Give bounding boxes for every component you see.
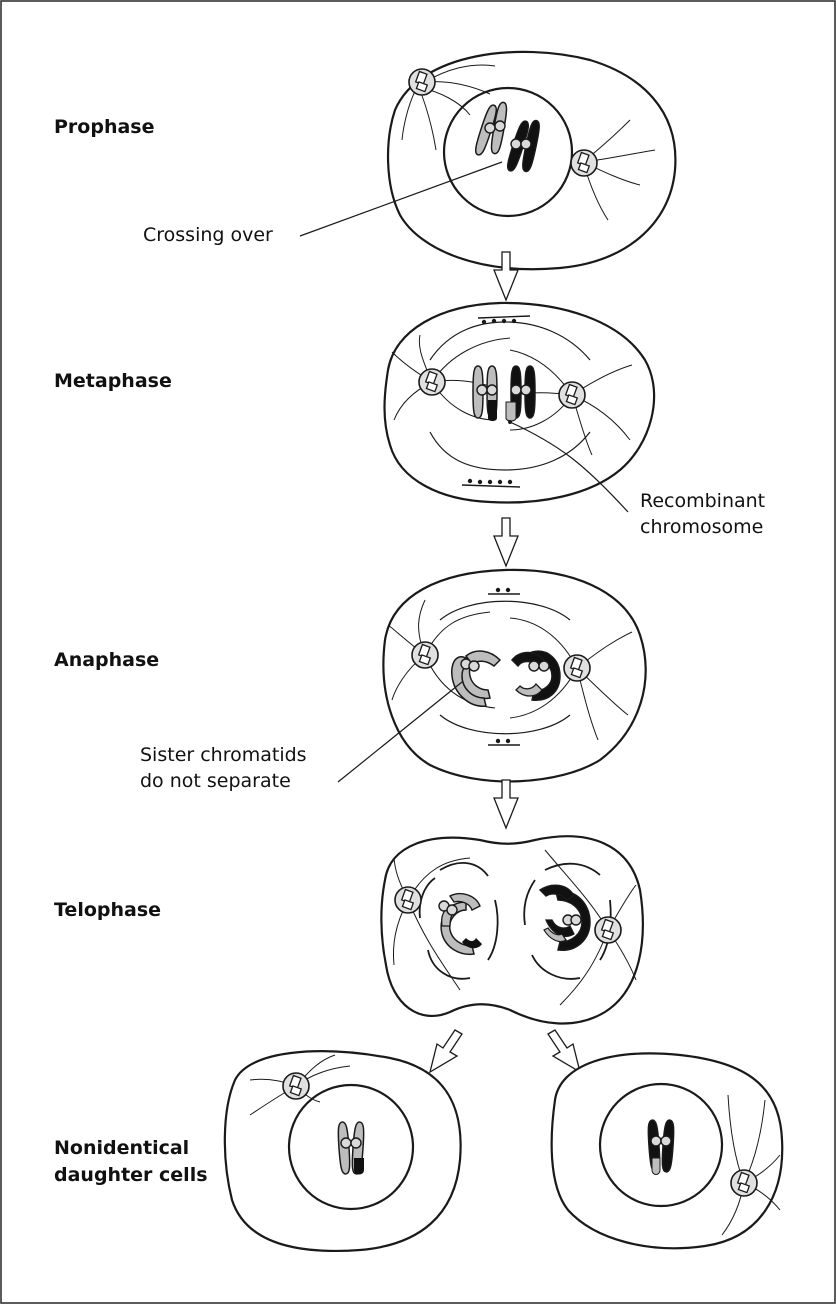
anaphase-cell: [338, 570, 646, 782]
daughter-cell-left: [225, 1051, 461, 1251]
recombinant-line2: chromosome: [640, 514, 765, 540]
arrow-down-icon: [494, 780, 518, 828]
arrow-down-left-icon: [430, 1030, 462, 1072]
callout-sister-chromatids: Sister chromatids do not separate: [140, 742, 307, 794]
stage-label-metaphase: Metaphase: [54, 368, 172, 395]
callout-recombinant-chromosome: Recombinant chromosome: [640, 488, 765, 540]
daughters-line2: daughter cells: [54, 1162, 208, 1189]
prophase-cell: [300, 52, 675, 269]
stage-label-daughter-cells: Nonidentical daughter cells: [54, 1135, 208, 1189]
telophase-cell: [381, 836, 642, 1023]
stage-label-telophase: Telophase: [54, 897, 161, 924]
daughters-line1: Nonidentical: [54, 1135, 208, 1162]
metaphase-cell: [385, 303, 655, 512]
stage-label-anaphase: Anaphase: [54, 647, 159, 674]
recombinant-line1: Recombinant: [640, 488, 765, 514]
stage-label-prophase: Prophase: [54, 114, 155, 141]
sister-line2: do not separate: [140, 768, 307, 794]
sister-line1: Sister chromatids: [140, 742, 307, 768]
callout-crossing-over: Crossing over: [143, 222, 273, 248]
arrow-down-right-icon: [548, 1030, 580, 1072]
daughter-cell-right: [552, 1053, 783, 1248]
arrow-down-icon: [494, 518, 518, 566]
